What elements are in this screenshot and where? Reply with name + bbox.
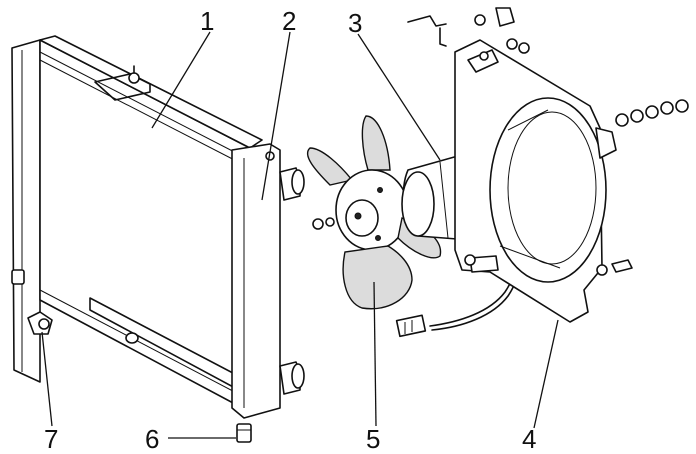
nuts-top (506, 38, 530, 54)
callout-3: 3 (348, 8, 362, 38)
callout-5: 5 (366, 424, 380, 454)
radiator-side-tank (231, 143, 305, 419)
radiator-top-bracket (94, 65, 151, 101)
shroud-mount-lug (595, 127, 617, 159)
shroud-bolt-lower (596, 259, 633, 276)
fan-impeller (306, 115, 442, 310)
callout-7: 7 (44, 424, 58, 454)
lower-hose-neck (279, 361, 305, 395)
radiator-plug-left (11, 269, 25, 285)
shroud-lower-bracket (464, 254, 499, 273)
callout-1: 1 (200, 6, 214, 36)
radiator-fins (39, 51, 251, 401)
leader-lines (41, 31, 559, 439)
callout-6: 6 (145, 424, 159, 454)
callout-2: 2 (282, 6, 296, 36)
drain-plug (236, 423, 252, 443)
radiator (11, 35, 263, 413)
mounting-clip-bracket (407, 7, 515, 47)
temperature-sensor (27, 311, 53, 335)
callout-4: 4 (522, 424, 536, 454)
wire-connector (395, 314, 427, 338)
fan-shroud (454, 39, 617, 323)
shroud-top-bracket (467, 49, 499, 73)
radiator-bottom-mount (125, 332, 139, 344)
washers-right (615, 99, 689, 127)
motor-nut-left (312, 217, 335, 230)
upper-hose-neck (279, 167, 305, 201)
